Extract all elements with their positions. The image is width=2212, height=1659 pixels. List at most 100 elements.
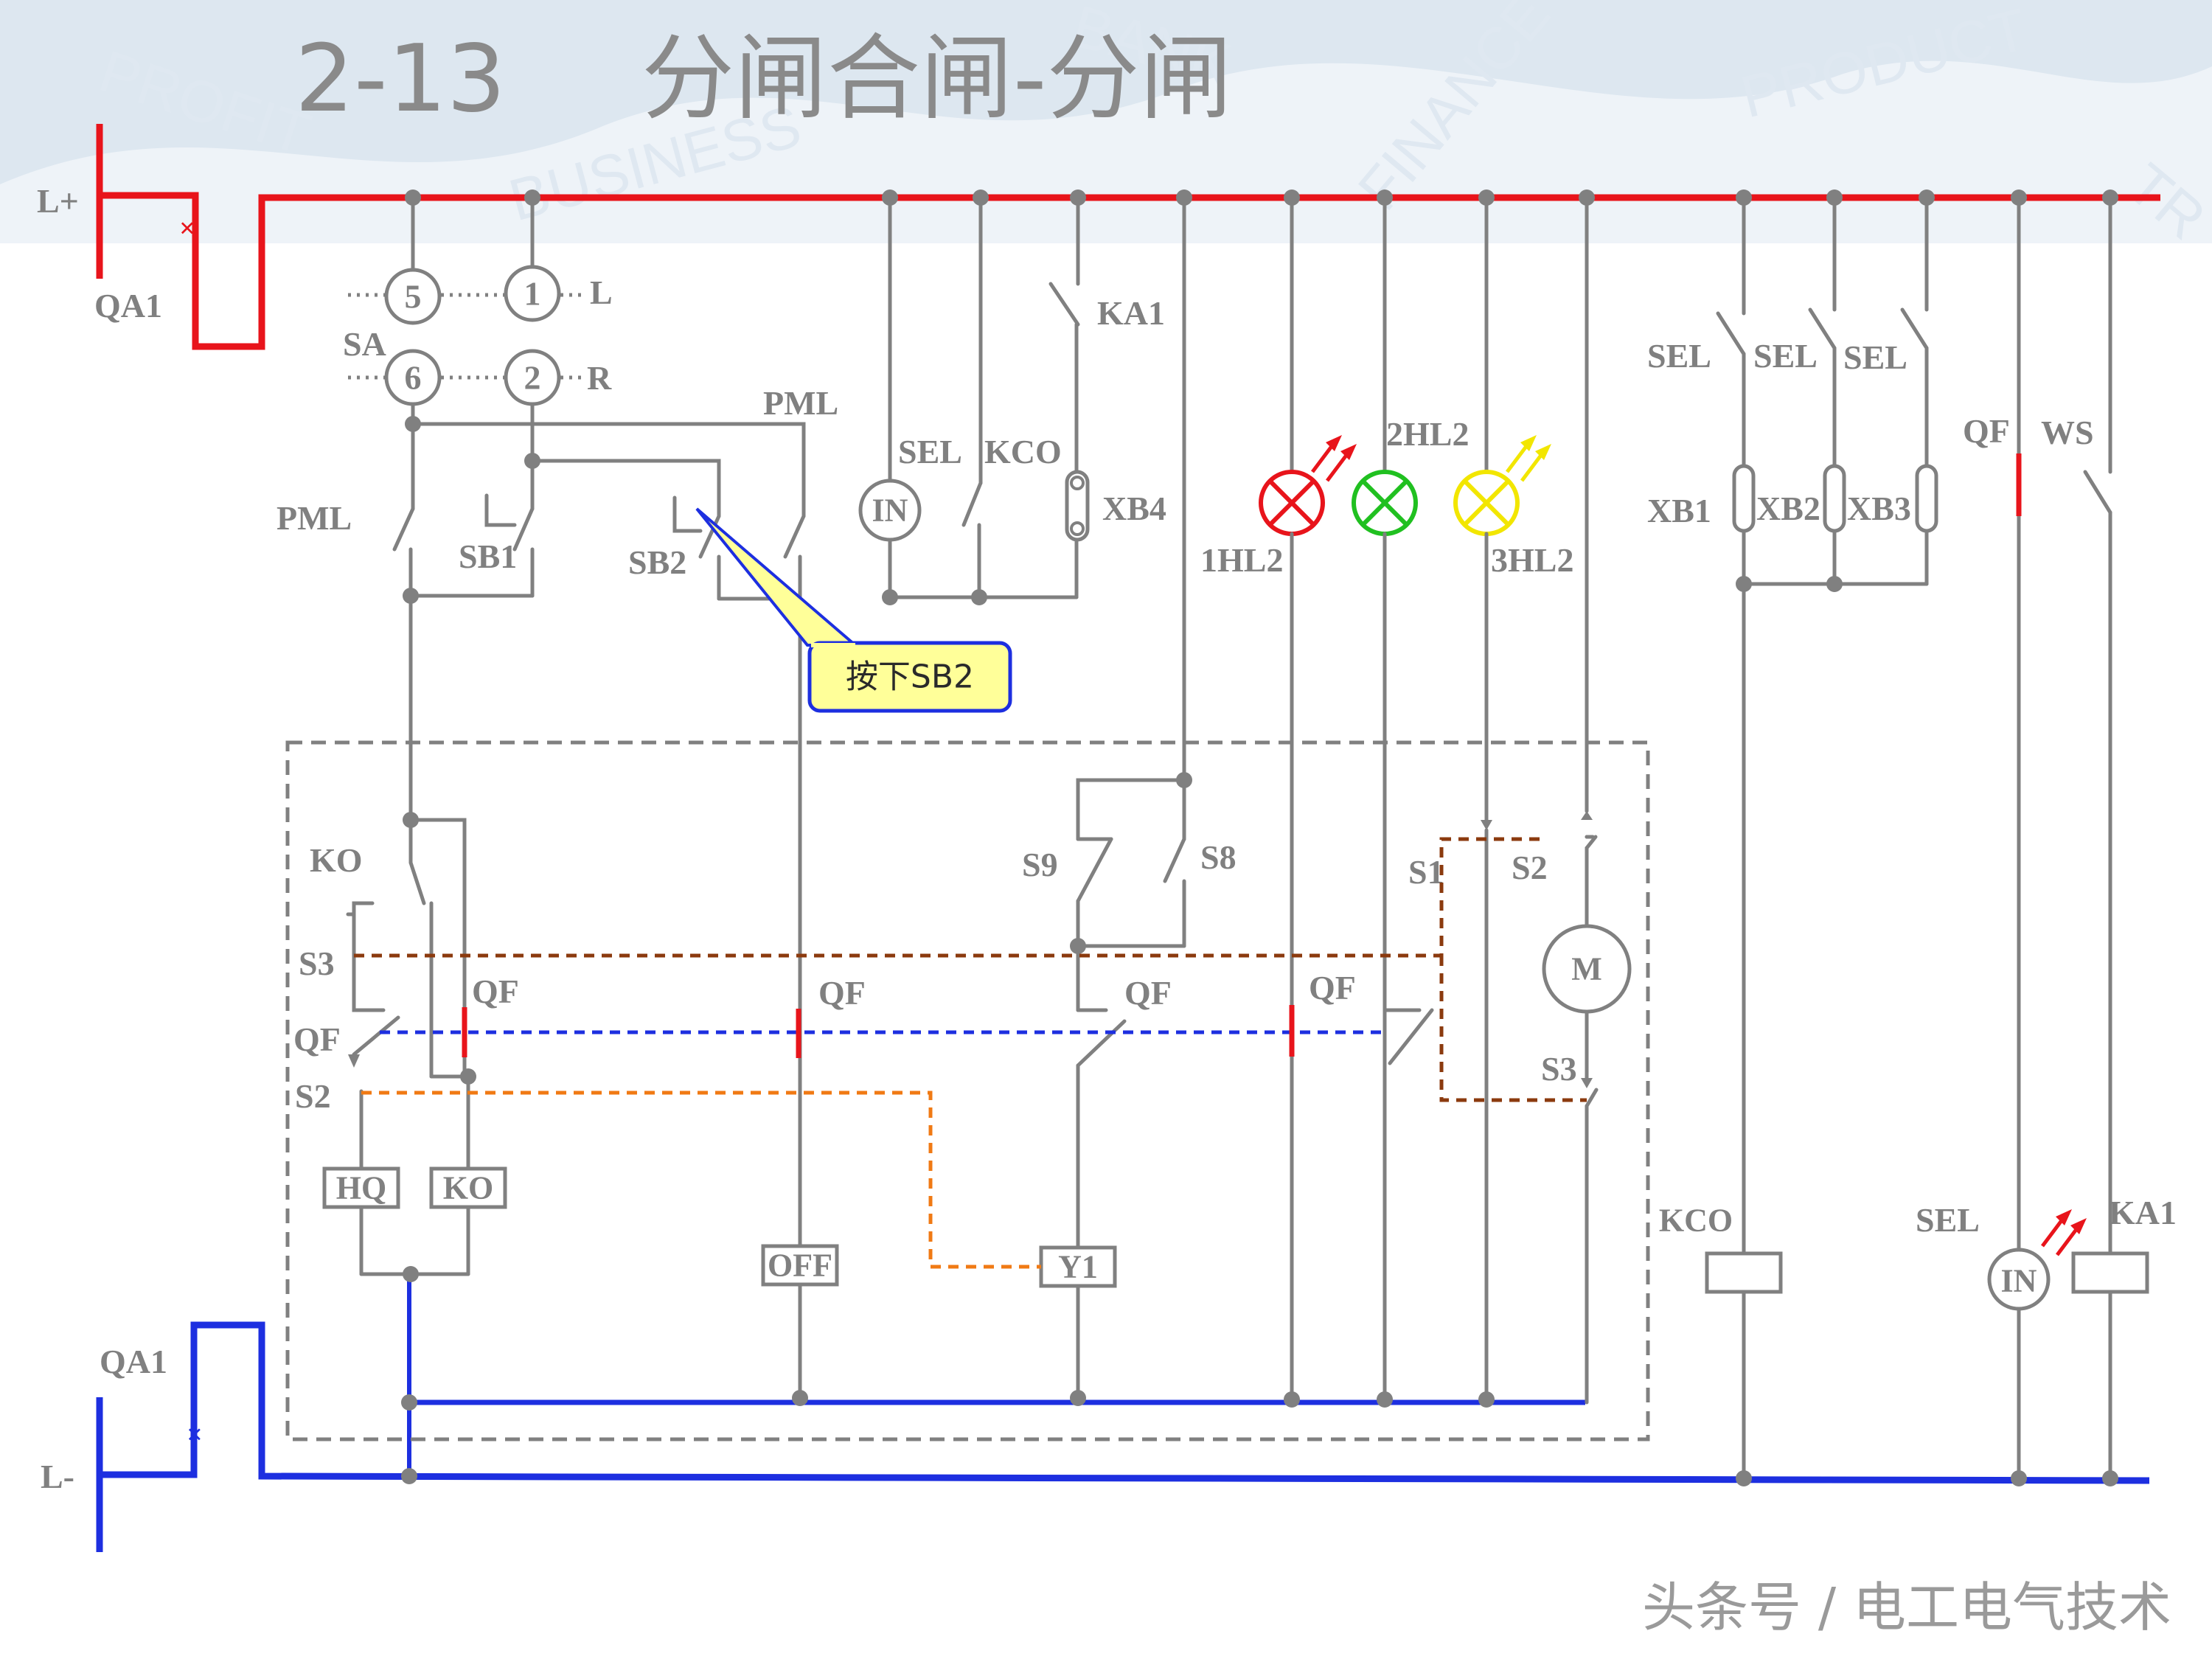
junction-dot <box>1070 1390 1086 1406</box>
junction-dot <box>1377 189 1393 206</box>
qa1-top-trip-mark: × <box>179 213 195 244</box>
junction-dot <box>460 1068 476 1085</box>
xb4-label: XB4 <box>1102 490 1166 527</box>
junction-dot <box>401 1468 417 1484</box>
s9-label: S9 <box>1022 846 1058 883</box>
xb2-label: XB2 <box>1756 490 1820 527</box>
qa1-top-label: QA1 <box>94 287 162 324</box>
sa-label: SA <box>343 325 386 363</box>
qa1-bottom-label: QA1 <box>100 1343 167 1380</box>
junction-dot <box>1826 576 1843 592</box>
junction-dot <box>2102 1470 2118 1486</box>
junction-dot <box>971 589 987 605</box>
xb3-label: XB3 <box>1847 490 1911 527</box>
junction-dot <box>1070 938 1086 954</box>
sb2-label: SB2 <box>628 543 686 581</box>
ka1-bottom-label: KA1 <box>2109 1194 2177 1231</box>
qf4-label: QF <box>1309 969 1356 1006</box>
lamp-1hl2 <box>1259 195 1357 1405</box>
junction-dot <box>1919 189 1935 206</box>
junction-dot <box>403 1266 419 1282</box>
junction-dot <box>401 1394 417 1411</box>
qf-top-label: QF <box>1963 412 2010 450</box>
junction-dot <box>403 588 419 604</box>
qf1-label: QF <box>472 973 519 1010</box>
ko-coil: KO <box>443 1170 493 1206</box>
junction-dot <box>405 416 421 432</box>
negative-bus: × <box>96 1274 2150 1552</box>
s2-left-label: S2 <box>295 1077 331 1115</box>
positive-bus: × <box>96 124 2160 350</box>
pml-left-label: PML <box>276 499 352 537</box>
off-coil: OFF <box>768 1248 832 1284</box>
ko-hq-branch <box>322 816 507 1278</box>
junction-dot <box>1070 189 1086 206</box>
title-number: 2-13 <box>295 24 506 133</box>
s3-left-label: S3 <box>299 945 335 982</box>
sa-contact-5: 5 <box>405 278 422 316</box>
junction-dot <box>1736 189 1752 206</box>
lamp-2hl2 <box>1352 195 1418 1405</box>
junction-dot <box>1176 772 1192 788</box>
l-minus-label: L- <box>41 1458 74 1495</box>
qf3-label: QF <box>1124 974 1172 1012</box>
ko-label: KO <box>310 841 363 879</box>
lamp-3hl2 <box>1453 195 1551 822</box>
in-kco-branch <box>858 195 1090 599</box>
kco-bottom-label: KCO <box>1659 1203 1733 1239</box>
junction-dot <box>2011 189 2027 206</box>
sa-l-label: L <box>590 274 613 311</box>
s8-label: S8 <box>1200 838 1237 876</box>
page-title: 分闸合闸-分闸 <box>641 24 1232 133</box>
watermark-band: PROFIT BUSINESS BANK FINANCE PRODUCT TR <box>0 0 2212 252</box>
sel3-label: SEL <box>1843 338 1907 376</box>
footer-source: 头条号 / 电工电气技术 <box>1642 1576 2171 1638</box>
sa-contact-6: 6 <box>405 359 422 397</box>
press-sb2-callout: 按下SB2 <box>695 507 1012 713</box>
motor-symbol: M <box>1571 951 1602 987</box>
junction-dot <box>1478 189 1495 206</box>
junction-dot <box>882 189 898 206</box>
sel-bottom-label: SEL <box>1916 1201 1980 1239</box>
s3-right-label: S3 <box>1541 1050 1577 1088</box>
hq-coil: HQ <box>336 1170 386 1206</box>
pml-right-label: PML <box>763 384 838 422</box>
junction-dot <box>524 453 540 469</box>
junction-dot <box>2011 1470 2027 1486</box>
sa-contact-2: 2 <box>524 359 541 397</box>
xb1-label: XB1 <box>1647 492 1711 529</box>
qf-ws-branch <box>1987 195 2149 1481</box>
mechanical-linkages <box>354 837 1587 1269</box>
junction-dot <box>1377 1391 1393 1408</box>
junction-dot <box>1478 1391 1495 1408</box>
mechanism-enclosure <box>285 740 1650 1441</box>
junction-dot <box>1176 189 1192 206</box>
in-meter-top: IN <box>872 493 908 529</box>
sb1-label: SB1 <box>459 538 517 575</box>
sel-in-label: SEL <box>898 433 962 470</box>
junction-dot <box>1736 1470 1752 1486</box>
junction-dot <box>882 589 898 605</box>
sel1-label: SEL <box>1647 337 1711 375</box>
s1-label: S1 <box>1408 853 1444 891</box>
kco-top-label: KCO <box>984 433 1062 470</box>
junction-dot <box>1284 189 1300 206</box>
junction-dot <box>403 812 419 828</box>
sel2-label: SEL <box>1753 337 1818 375</box>
sa-selector-switch: 5 1 6 2 <box>348 195 582 406</box>
ws-label: WS <box>2041 414 2094 451</box>
junction-dot <box>1284 1391 1300 1408</box>
junction-dot <box>792 1390 808 1406</box>
motor-branch <box>1382 195 1632 1405</box>
junction-dot <box>1736 576 1752 592</box>
s8-s9-branch <box>1076 195 1186 1248</box>
junction-dot <box>405 189 421 206</box>
y1-coil: Y1 <box>1058 1249 1098 1285</box>
hl3-label: 3HL2 <box>1491 541 1573 579</box>
junction-dot <box>524 189 540 206</box>
qf-left-label: QF <box>293 1020 341 1058</box>
sa-r-label: R <box>587 359 612 397</box>
s2-right-label: S2 <box>1512 849 1548 886</box>
ka1-top-label: KA1 <box>1097 294 1165 332</box>
